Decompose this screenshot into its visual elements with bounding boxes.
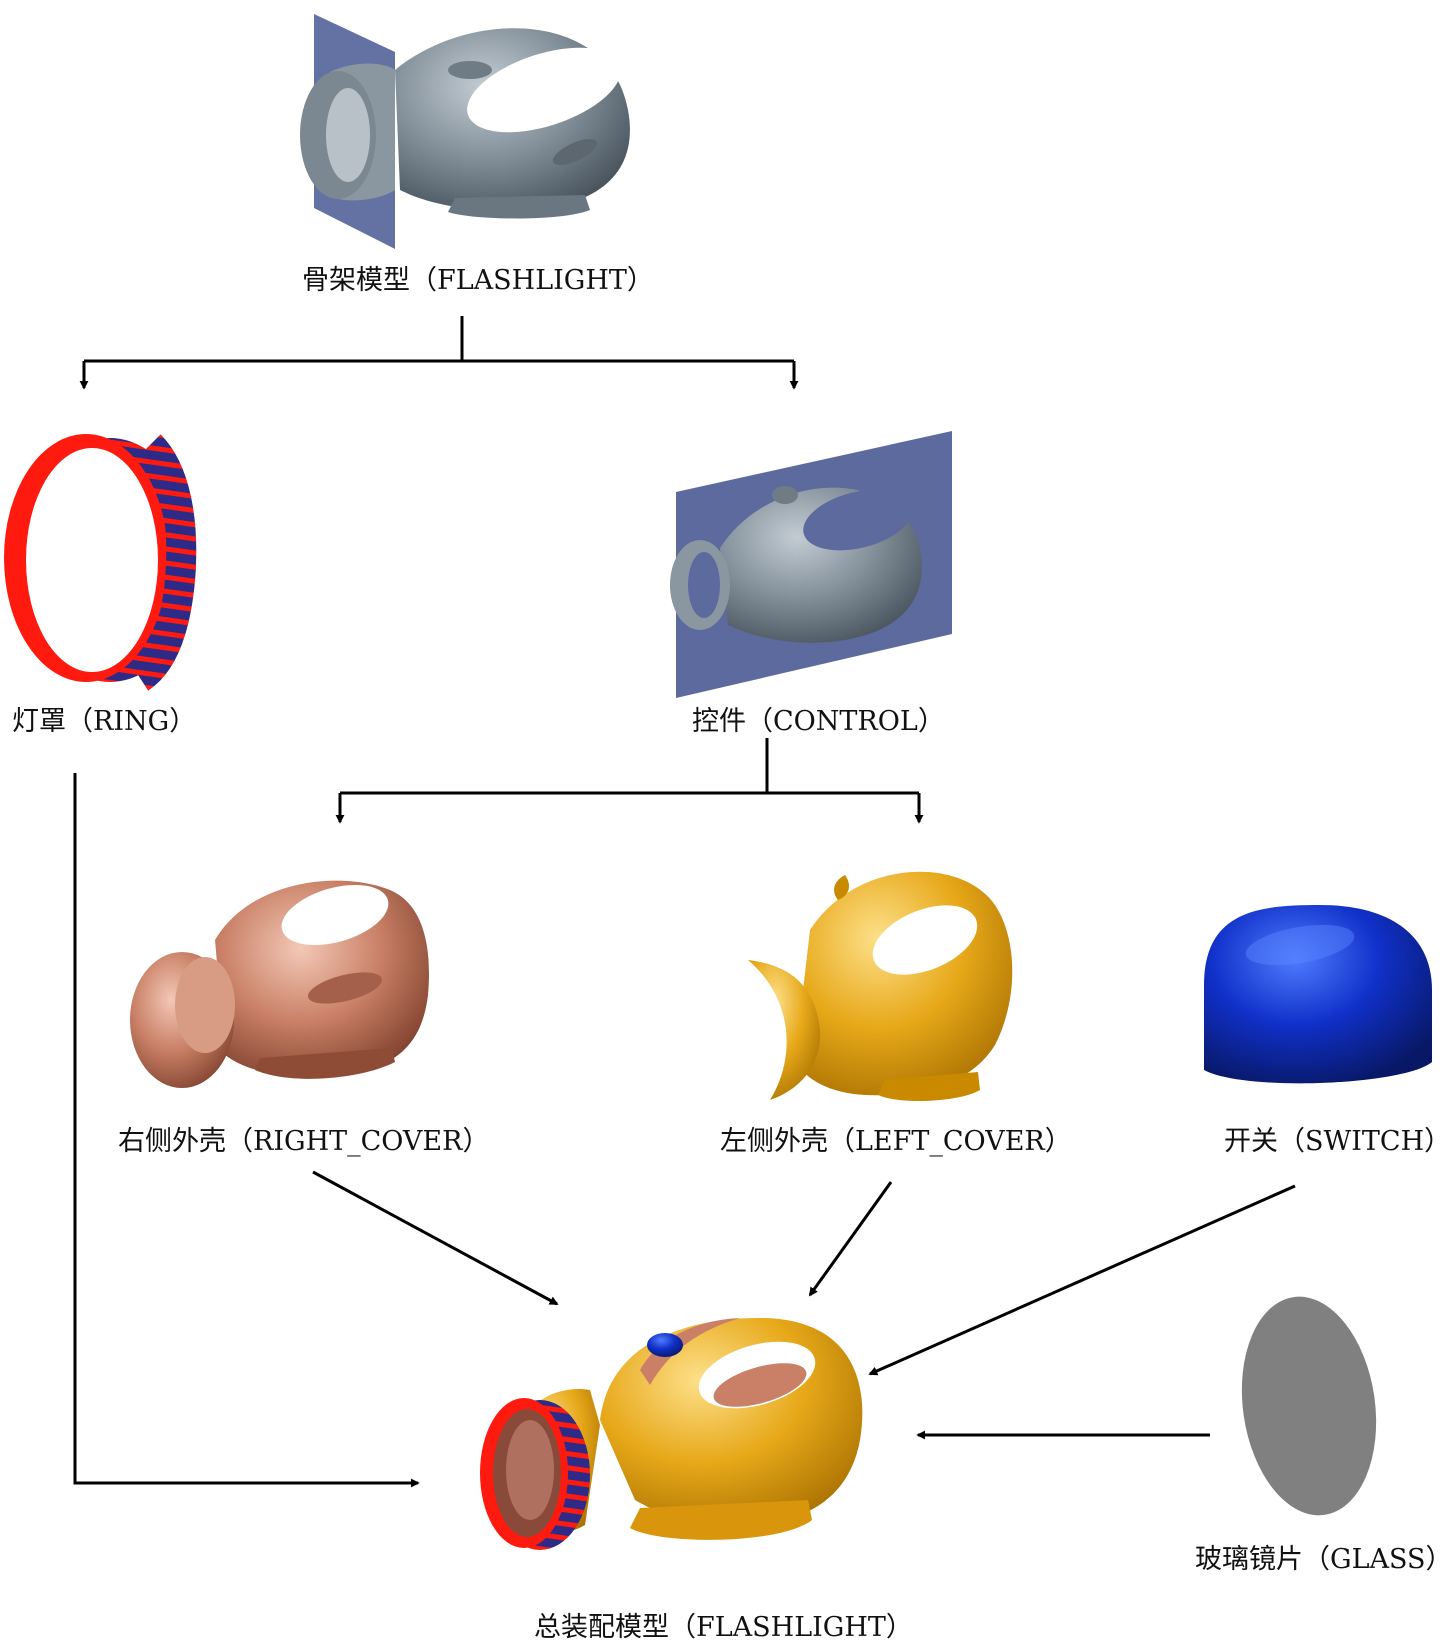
control-illustration	[670, 431, 952, 698]
glass-illustration	[1241, 1296, 1377, 1516]
node-label-left-cover: 左侧外壳（LEFT_COVER）	[720, 1126, 1072, 1157]
ring-illustration	[4, 434, 197, 691]
edge-switch-assembly	[868, 1184, 1296, 1376]
edge-skeleton-branch	[84, 316, 794, 363]
node-label-glass: 玻璃镜片（GLASS）	[1195, 1544, 1442, 1575]
node-label-ring: 灯罩（RING）	[12, 706, 196, 737]
skeleton-model-illustration	[300, 14, 630, 249]
node-label-right-cover: 右侧外壳（RIGHT_COVER）	[118, 1126, 489, 1157]
edge-control-branch	[340, 738, 919, 795]
node-label-switch: 开关（SWITCH）	[1224, 1126, 1442, 1157]
node-label-control: 控件（CONTROL）	[692, 706, 945, 737]
edge-ring-assembly	[73, 773, 420, 1488]
switch-illustration	[1204, 905, 1432, 1084]
edge-right-cover-assembly	[312, 1170, 559, 1306]
right-cover-illustration	[130, 880, 430, 1088]
edge-left-cover-assembly	[808, 1181, 893, 1297]
node-label-skeleton: 骨架模型（FLASHLIGHT）	[302, 265, 654, 296]
left-cover-illustration	[748, 871, 1013, 1102]
node-label-assembly: 总装配模型（FLASHLIGHT）	[534, 1612, 913, 1643]
assembly-illustration	[480, 1318, 863, 1550]
connectors	[73, 316, 1296, 1488]
